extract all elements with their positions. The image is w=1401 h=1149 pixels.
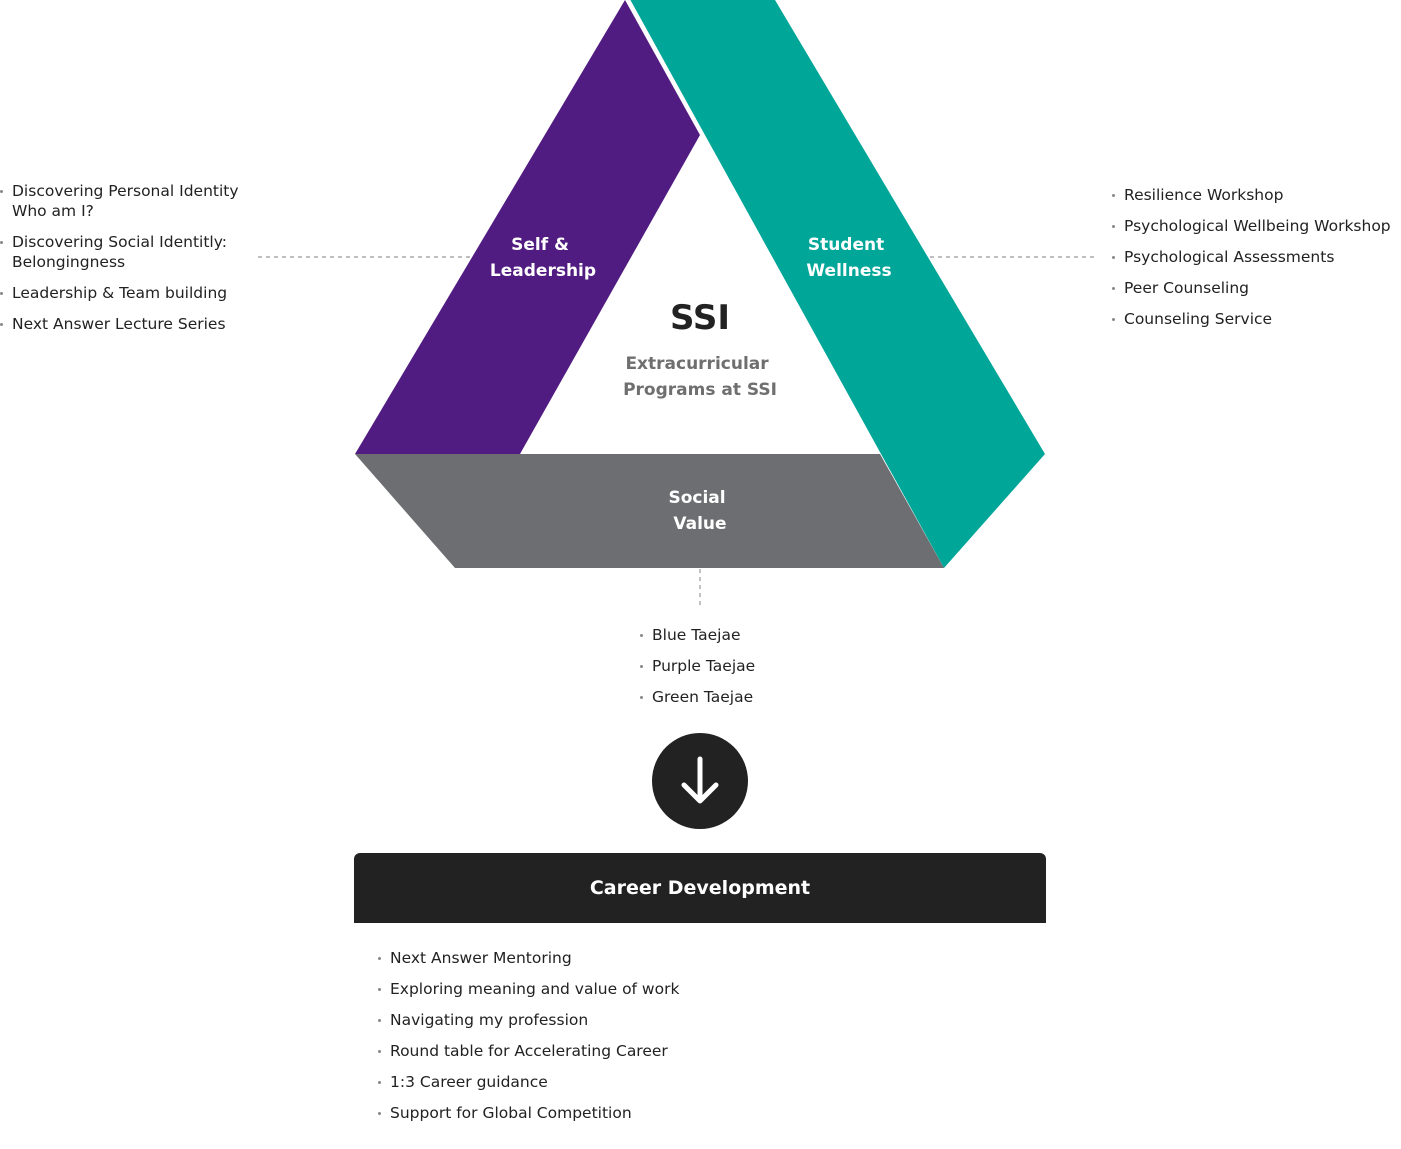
self-leadership-label: Self & Leadership: [490, 235, 596, 281]
center-title: SSI: [670, 298, 730, 338]
list-item-text: Support for Global Competition: [390, 1104, 632, 1122]
list-item-text: Psychological Assessments: [1124, 248, 1335, 266]
social-value-band: [355, 454, 944, 568]
list-item: Psychological Wellbeing Workshop: [1112, 216, 1391, 236]
list-item: Next Answer Mentoring: [378, 948, 679, 968]
list-item-text: Green Taejae: [652, 688, 754, 706]
list-item: Round table for Accelerating Career: [378, 1041, 679, 1061]
list-item: Navigating my profession: [378, 1010, 679, 1030]
career-development-header: Career Development: [354, 853, 1046, 923]
list-item-text: Counseling Service: [1124, 310, 1273, 328]
list-item-text: Next Answer Lecture Series: [12, 315, 226, 333]
list-item: Support for Global Competition: [378, 1103, 679, 1123]
list-item: Counseling Service: [1112, 309, 1391, 329]
list-item: Leadership & Team building: [0, 283, 239, 303]
list-item-text: Psychological Wellbeing Workshop: [1124, 217, 1391, 235]
student-wellness-band: [625, 0, 1045, 568]
arrow-down-icon: [652, 733, 748, 829]
list-item-text: 1:3 Career guidance: [390, 1073, 548, 1091]
list-item-text: Blue Taejae: [652, 626, 741, 644]
student-wellness-label: Student Wellness: [806, 235, 891, 281]
list-item: Resilience Workshop: [1112, 185, 1391, 205]
list-item-text: Next Answer Mentoring: [390, 949, 572, 967]
list-item: 1:3 Career guidance: [378, 1072, 679, 1092]
career-development-title: Career Development: [589, 877, 811, 899]
list-item-text: Round table for Accelerating Career: [390, 1042, 668, 1060]
list-item-text: Purple Taejae: [652, 657, 756, 675]
list-item-text: Discovering Personal Identity: [12, 182, 239, 200]
list-item-text: Belongingness: [12, 253, 126, 271]
list-item-text: Navigating my profession: [390, 1011, 589, 1029]
list-item-text: Leadership & Team building: [12, 284, 228, 302]
list-item-text: Exploring meaning and value of work: [390, 980, 680, 998]
social-value-label: Social Value: [668, 488, 731, 534]
list-item-text: Resilience Workshop: [1124, 186, 1284, 204]
list-item: Psychological Assessments: [1112, 247, 1391, 267]
list-item-text: Who am I?: [12, 202, 94, 220]
list-item: Green Taejae: [640, 687, 755, 707]
center-subtitle: Extracurricular Programs at SSI: [623, 354, 777, 400]
list-item: Purple Taejae: [640, 656, 755, 676]
list-item: Next Answer Lecture Series: [0, 314, 239, 334]
self-leadership-band: [355, 0, 700, 454]
list-item: Discovering Social Identitly: Belongingne…: [0, 232, 239, 272]
list-item-text: Peer Counseling: [1124, 279, 1250, 297]
list-item-text: Discovering Social Identitly:: [12, 233, 227, 251]
list-item: Peer Counseling: [1112, 278, 1391, 298]
list-item: Exploring meaning and value of work: [378, 979, 679, 999]
list-item: Blue Taejae: [640, 625, 755, 645]
